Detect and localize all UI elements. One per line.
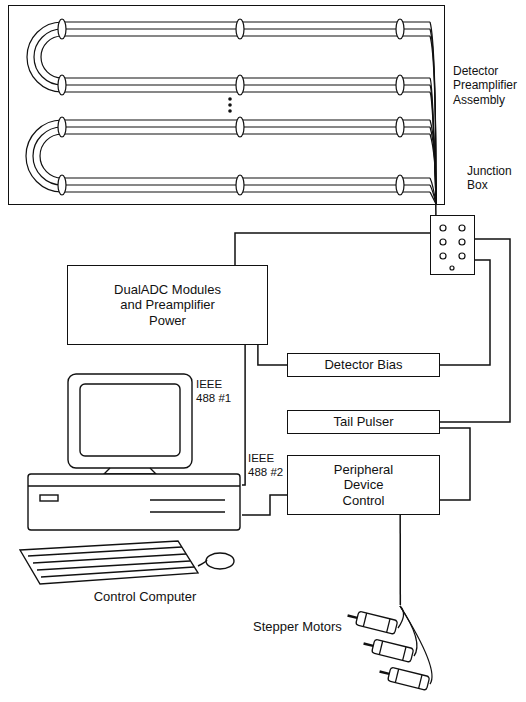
- tube-coupler: [58, 117, 66, 137]
- node-label: Stepper Motors: [253, 619, 363, 635]
- junction-box: Junction Box: [430, 215, 475, 275]
- cable: [242, 345, 245, 485]
- computer-node: Control Computer: [15, 372, 242, 605]
- tube-coupler: [236, 175, 244, 195]
- tube-coupler: [236, 75, 244, 95]
- tube-coupler: [396, 19, 404, 39]
- tube: [40, 134, 430, 178]
- tube-coupler: [396, 175, 404, 195]
- tube-lead: [430, 29, 436, 204]
- node-label: Junction Box: [467, 164, 525, 193]
- cable: [399, 515, 401, 605]
- node-label: Detector Bias: [324, 357, 402, 373]
- tube-coupler: [58, 175, 66, 195]
- tube-coupler: [236, 117, 244, 137]
- process-box: Peripheral Device Control: [287, 455, 440, 515]
- tube: [26, 120, 430, 192]
- tube-coupler: [58, 75, 66, 95]
- bus-label: IEEE 488 #1: [196, 378, 240, 406]
- computer-drawing: [20, 374, 240, 584]
- cable: [440, 239, 510, 422]
- tube-coupler: [236, 19, 244, 39]
- cable: [440, 260, 490, 365]
- node-label: Peripheral Device Control: [322, 462, 406, 509]
- stepper-motor-drawing: [346, 606, 432, 690]
- junction-connectors: [440, 225, 465, 270]
- bus-label: IEEE 488 #2: [248, 452, 286, 480]
- tube-lead: [430, 78, 436, 204]
- tube-lead: [430, 120, 436, 204]
- tube: [27, 22, 430, 92]
- cable: [258, 345, 287, 365]
- cable: [235, 233, 430, 265]
- node-label: DualADC Modules and Preamplifier Power: [102, 282, 234, 329]
- module-box: DualADC Modules and Preamplifier Power: [67, 265, 268, 345]
- motor-node: Stepper Motors: [245, 605, 470, 697]
- tube: [33, 127, 430, 185]
- node-label: Tail Pulser: [334, 414, 394, 430]
- stepper-motor: [362, 637, 414, 663]
- process-box: Detector Bias: [287, 353, 440, 377]
- tube: [34, 29, 430, 85]
- tube-lead: [430, 22, 436, 204]
- detector-tubes: [26, 19, 436, 204]
- continuation-dots: [228, 97, 232, 113]
- tube-lead: [430, 178, 436, 204]
- cable: [435, 205, 437, 215]
- node-label: Detector Preamplifier Assembly: [453, 64, 525, 107]
- stepper-motor: [378, 665, 430, 691]
- tube-coupler: [396, 117, 404, 137]
- tube-coupler: [58, 19, 66, 39]
- tube-lead: [430, 134, 436, 204]
- tube-lead: [430, 127, 436, 204]
- tube: [41, 36, 430, 78]
- assembly-box: Detector Preamplifier Assembly: [8, 5, 445, 205]
- process-box: Tail Pulser: [287, 410, 440, 434]
- node-label: Control Computer: [60, 589, 230, 605]
- cable: [242, 495, 287, 515]
- tube-lead: [430, 36, 436, 204]
- cable: [440, 428, 470, 500]
- tube-coupler: [396, 75, 404, 95]
- stepper-motor: [346, 609, 398, 635]
